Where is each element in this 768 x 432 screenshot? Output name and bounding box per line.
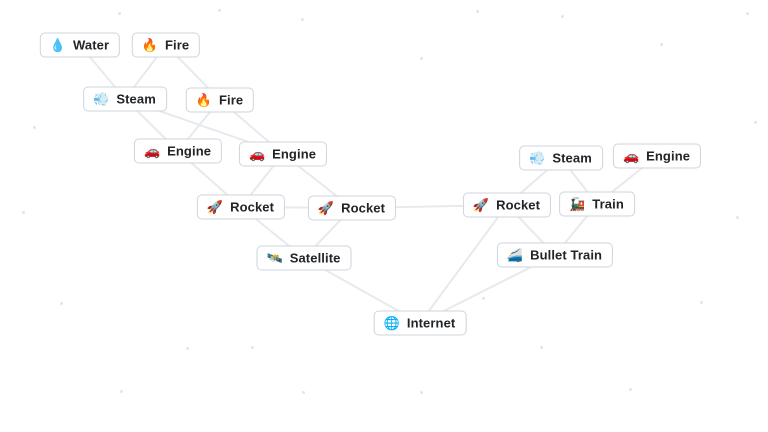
satellite-icon: 🛰️ — [266, 250, 283, 266]
element-tile-label: Satellite — [289, 250, 341, 266]
element-tile-label: Rocket — [230, 199, 275, 215]
background-speck — [629, 388, 632, 391]
fire-icon: 🔥 — [141, 37, 158, 53]
background-speck — [420, 391, 423, 394]
element-tile-water[interactable]: 💧 Water — [39, 32, 121, 58]
background-speck — [301, 18, 304, 21]
water-icon: 💧 — [49, 37, 67, 53]
element-tile-label: Engine — [272, 146, 317, 162]
element-tile-internet[interactable]: 🌐 Internet — [373, 310, 467, 336]
background-speck — [60, 302, 63, 305]
element-tile-label: Bullet Train — [530, 247, 603, 263]
bullet-train-icon: 🚄 — [506, 247, 524, 263]
element-tile-engine1[interactable]: 🚗 Engine — [133, 138, 223, 164]
internet-icon: 🌐 — [383, 315, 400, 331]
background-speck — [660, 43, 663, 46]
element-tile-train[interactable]: 🚂 Train — [559, 191, 635, 217]
element-tile-satellite[interactable]: 🛰️ Satellite — [256, 245, 352, 271]
element-tile-label: Steam — [552, 150, 592, 166]
element-tile-steam1[interactable]: 💨 Steam — [83, 86, 167, 112]
background-speck — [561, 15, 564, 18]
background-speck — [22, 211, 25, 214]
element-tile-fire2[interactable]: 🔥 Fire — [185, 87, 255, 113]
background-speck — [420, 57, 423, 60]
fire-icon: 🔥 — [195, 92, 212, 108]
element-tile-label: Train — [592, 196, 624, 212]
background-speck — [251, 346, 254, 349]
background-speck — [302, 391, 305, 394]
background-speck — [186, 347, 189, 350]
element-tile-rocket2[interactable]: 🚀 Rocket — [307, 195, 397, 221]
element-tile-label: Rocket — [341, 200, 386, 216]
element-tile-label: Engine — [646, 148, 691, 164]
steam-icon: 💨 — [529, 150, 546, 166]
element-tile-bullet_train[interactable]: 🚄 Bullet Train — [496, 242, 614, 268]
element-tile-label: Steam — [116, 91, 156, 107]
element-tile-rocket3[interactable]: 🚀 Rocket — [462, 192, 552, 218]
element-tile-engine2[interactable]: 🚗 Engine — [238, 141, 328, 167]
element-tile-steam2[interactable]: 💨 Steam — [519, 145, 603, 171]
connection-line — [419, 204, 508, 324]
background-speck — [118, 12, 121, 15]
element-tile-label: Rocket — [496, 197, 541, 213]
element-tile-label: Fire — [164, 37, 190, 53]
rocket-icon: 🚀 — [472, 197, 490, 213]
background-speck — [218, 9, 221, 12]
background-speck — [754, 121, 757, 124]
rocket-icon: 🚀 — [206, 199, 224, 215]
train-icon: 🚂 — [569, 196, 586, 212]
element-tile-label: Internet — [406, 315, 456, 331]
background-speck — [746, 12, 749, 15]
background-speck — [736, 216, 739, 219]
element-tile-label: Engine — [167, 143, 212, 159]
background-speck — [700, 301, 703, 304]
background-speck — [540, 346, 543, 349]
engine-icon: 🚗 — [143, 143, 161, 159]
steam-icon: 💨 — [93, 91, 110, 107]
background-speck — [120, 390, 123, 393]
element-tile-engine3[interactable]: 🚗 Engine — [612, 143, 702, 169]
background-speck — [33, 126, 36, 129]
engine-icon: 🚗 — [622, 148, 640, 164]
element-tile-fire1[interactable]: 🔥 Fire — [131, 32, 201, 58]
background-speck — [476, 10, 479, 13]
background-speck — [482, 297, 485, 300]
element-tile-label: Fire — [218, 92, 244, 108]
element-tile-rocket1[interactable]: 🚀 Rocket — [196, 194, 286, 220]
engine-icon: 🚗 — [248, 146, 266, 162]
rocket-icon: 🚀 — [317, 200, 335, 216]
element-tile-label: Water — [73, 37, 110, 53]
